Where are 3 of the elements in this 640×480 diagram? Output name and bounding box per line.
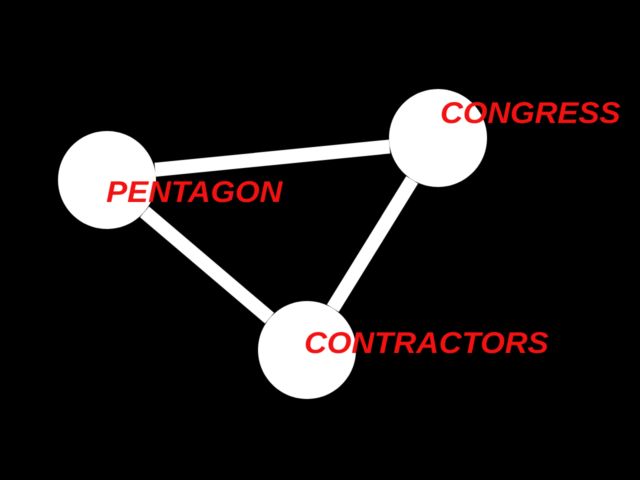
connector-line: [154, 140, 390, 177]
connector-line: [326, 176, 418, 312]
connector-line: [140, 206, 274, 324]
